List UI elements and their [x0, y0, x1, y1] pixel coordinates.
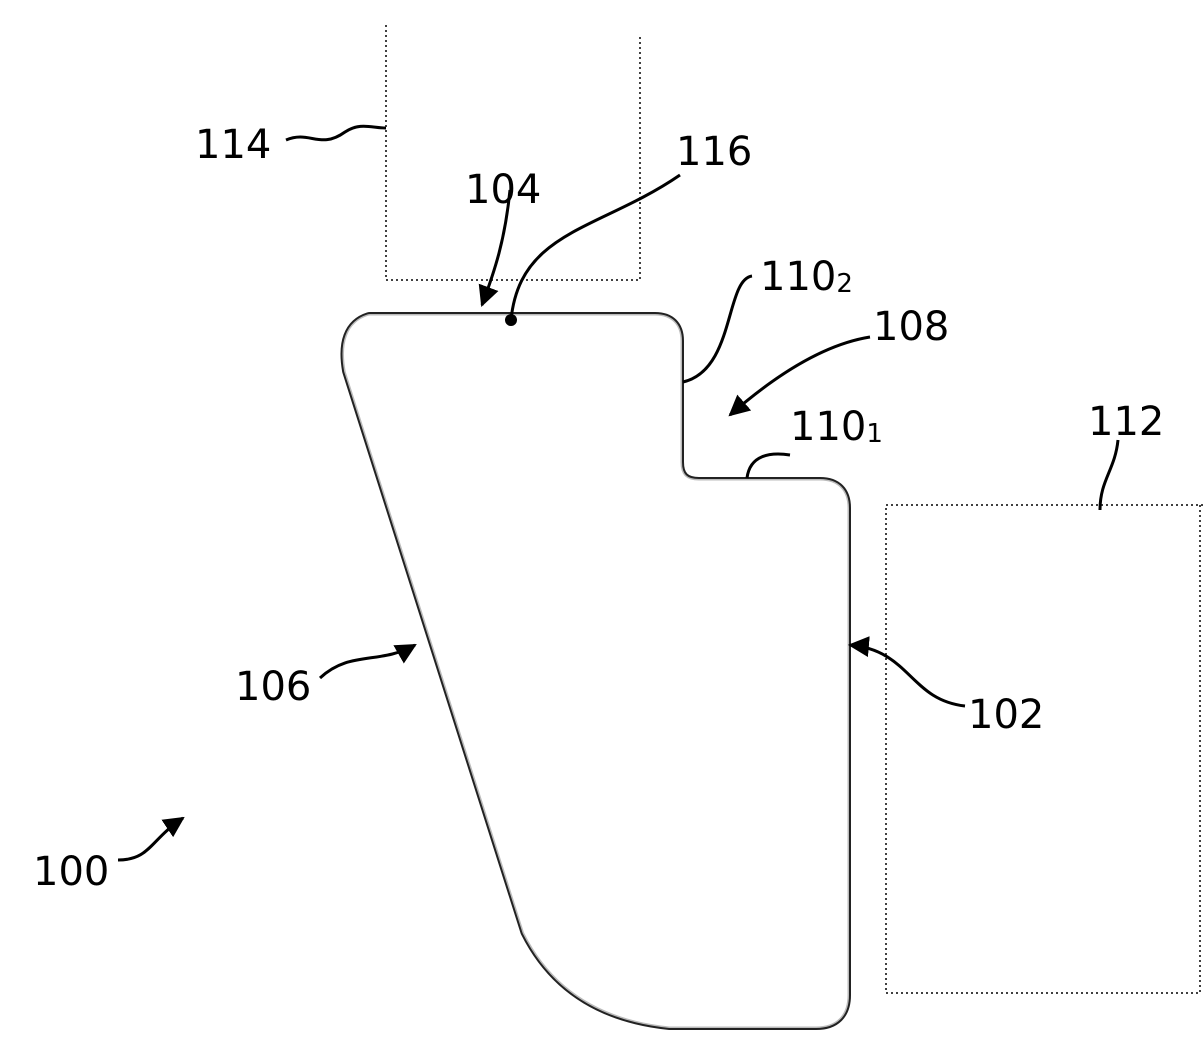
leader-100	[117, 816, 185, 862]
label-104: 104	[465, 167, 541, 213]
label-114: 114	[195, 122, 271, 168]
component-112-box	[885, 504, 1203, 994]
body-outline	[340, 312, 851, 1030]
label-106: 106	[235, 664, 311, 710]
leader-108	[728, 335, 871, 417]
label-108: 108	[873, 304, 949, 350]
leader-116	[509, 173, 681, 321]
label-110-2: 1102	[760, 254, 853, 300]
leader-114	[285, 124, 387, 142]
label-116: 116	[676, 129, 752, 175]
leader-102	[847, 636, 966, 708]
leader-110-1	[745, 452, 791, 479]
label-110-1: 1101	[790, 404, 883, 450]
label-102: 102	[968, 692, 1044, 738]
label-112: 112	[1088, 399, 1164, 445]
leader-112	[1098, 439, 1120, 511]
leader-110-2	[682, 274, 753, 384]
leader-106	[318, 643, 417, 680]
point-116-dot	[505, 314, 517, 326]
label-100: 100	[33, 849, 109, 895]
leader-104	[478, 189, 512, 307]
component-114-box	[385, 25, 641, 281]
